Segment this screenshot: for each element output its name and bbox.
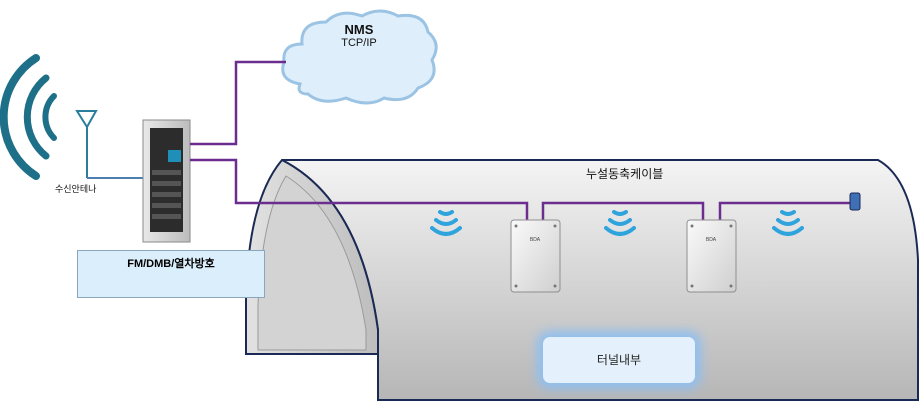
antenna-label: 수신안테나 <box>55 184 97 194</box>
system-label-box: FM/DMB/열차방호 <box>77 250 265 298</box>
repeater-icon: BDA <box>510 219 561 293</box>
bda-label: BDA <box>530 237 541 243</box>
wifi-icon <box>430 210 462 236</box>
antenna-icon <box>75 110 98 178</box>
repeater-icon: BDA <box>686 219 737 293</box>
wifi-icon <box>772 210 804 236</box>
network-links <box>190 60 852 220</box>
nms-subtitle: TCP/IP <box>341 37 377 49</box>
wifi-icon <box>604 210 636 236</box>
tunnel-interior-label: 터널내부 <box>543 337 695 383</box>
broadcast-signal-icon <box>0 54 57 180</box>
nms-title: NMS <box>344 22 374 37</box>
leaky-cable-label: 누설동축케이블 <box>586 167 664 181</box>
bda-label: BDA <box>706 237 717 243</box>
terminator-icon <box>849 192 861 211</box>
cloud-icon <box>281 9 438 105</box>
equipment-rack-icon <box>142 119 191 243</box>
tunnel <box>245 158 919 401</box>
